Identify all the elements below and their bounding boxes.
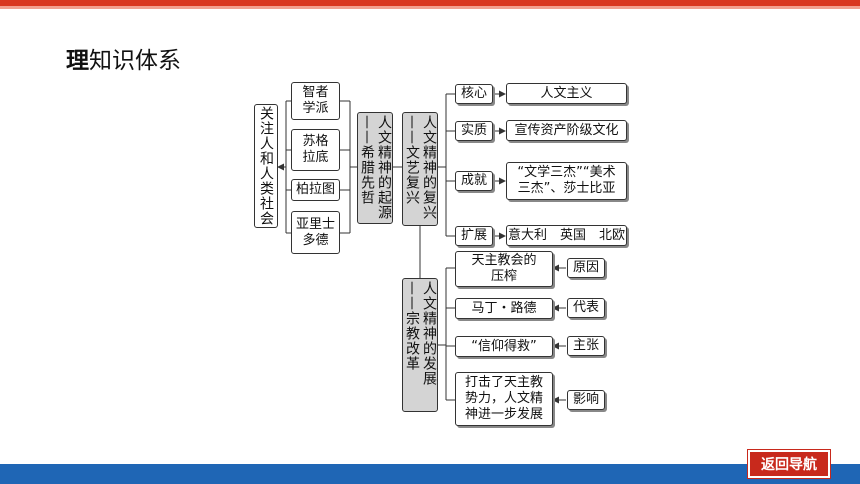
renaissance-value-expansion: 意大利 英国 北欧 — [506, 225, 627, 246]
philosopher-node: 柏拉图 — [291, 179, 340, 201]
renaissance-value-core: 人文主义 — [506, 83, 627, 104]
bottom-bar — [0, 464, 860, 484]
reformation-value-cause: 天主教会的压榨 — [455, 251, 553, 287]
philosopher-node: 亚里士多德 — [291, 211, 340, 254]
reformation-value-impact: 打击了天主教势力，人文精神进一步发展 — [455, 372, 553, 426]
page-title: 理知识体系 — [66, 46, 181, 76]
renaissance-value-achievement: “文学三杰”“美术三杰”、莎士比亚 — [506, 162, 627, 200]
root-node: 关注人和人类社会 — [254, 104, 278, 228]
philosopher-node: 苏格拉底 — [291, 129, 340, 171]
renaissance-value-essence: 宣传资产阶级文化 — [506, 120, 627, 141]
back-to-navigation-button[interactable]: 返回导航 — [748, 450, 830, 478]
reformation-value-representative: 马丁・路德 — [455, 298, 553, 319]
top-accent-stripe — [0, 6, 860, 9]
reformation-label-impact: 影响 — [567, 390, 605, 410]
page-title-rest: 知识体系 — [89, 48, 181, 74]
renaissance-label-achievement: 成就 — [455, 171, 493, 191]
top-accent-bar — [0, 0, 860, 6]
renaissance-label-core: 核心 — [455, 84, 493, 104]
reformation-label-representative: 代表 — [567, 298, 605, 318]
philosopher-node: 智者学派 — [291, 82, 340, 120]
origin-node: 人文精神的起源——希腊先哲 — [357, 112, 393, 224]
reformation-node: 人文精神的发展——宗教改革 — [402, 278, 438, 412]
renaissance-label-essence: 实质 — [455, 121, 493, 141]
reformation-label-cause: 原因 — [567, 258, 605, 278]
reformation-value-claim: “信仰得救” — [455, 336, 553, 357]
renaissance-node: 人文精神的复兴——文艺复兴 — [402, 112, 438, 226]
renaissance-label-expansion: 扩展 — [455, 226, 493, 246]
reformation-label-claim: 主张 — [567, 336, 605, 356]
page-title-first-char: 理 — [66, 48, 89, 74]
